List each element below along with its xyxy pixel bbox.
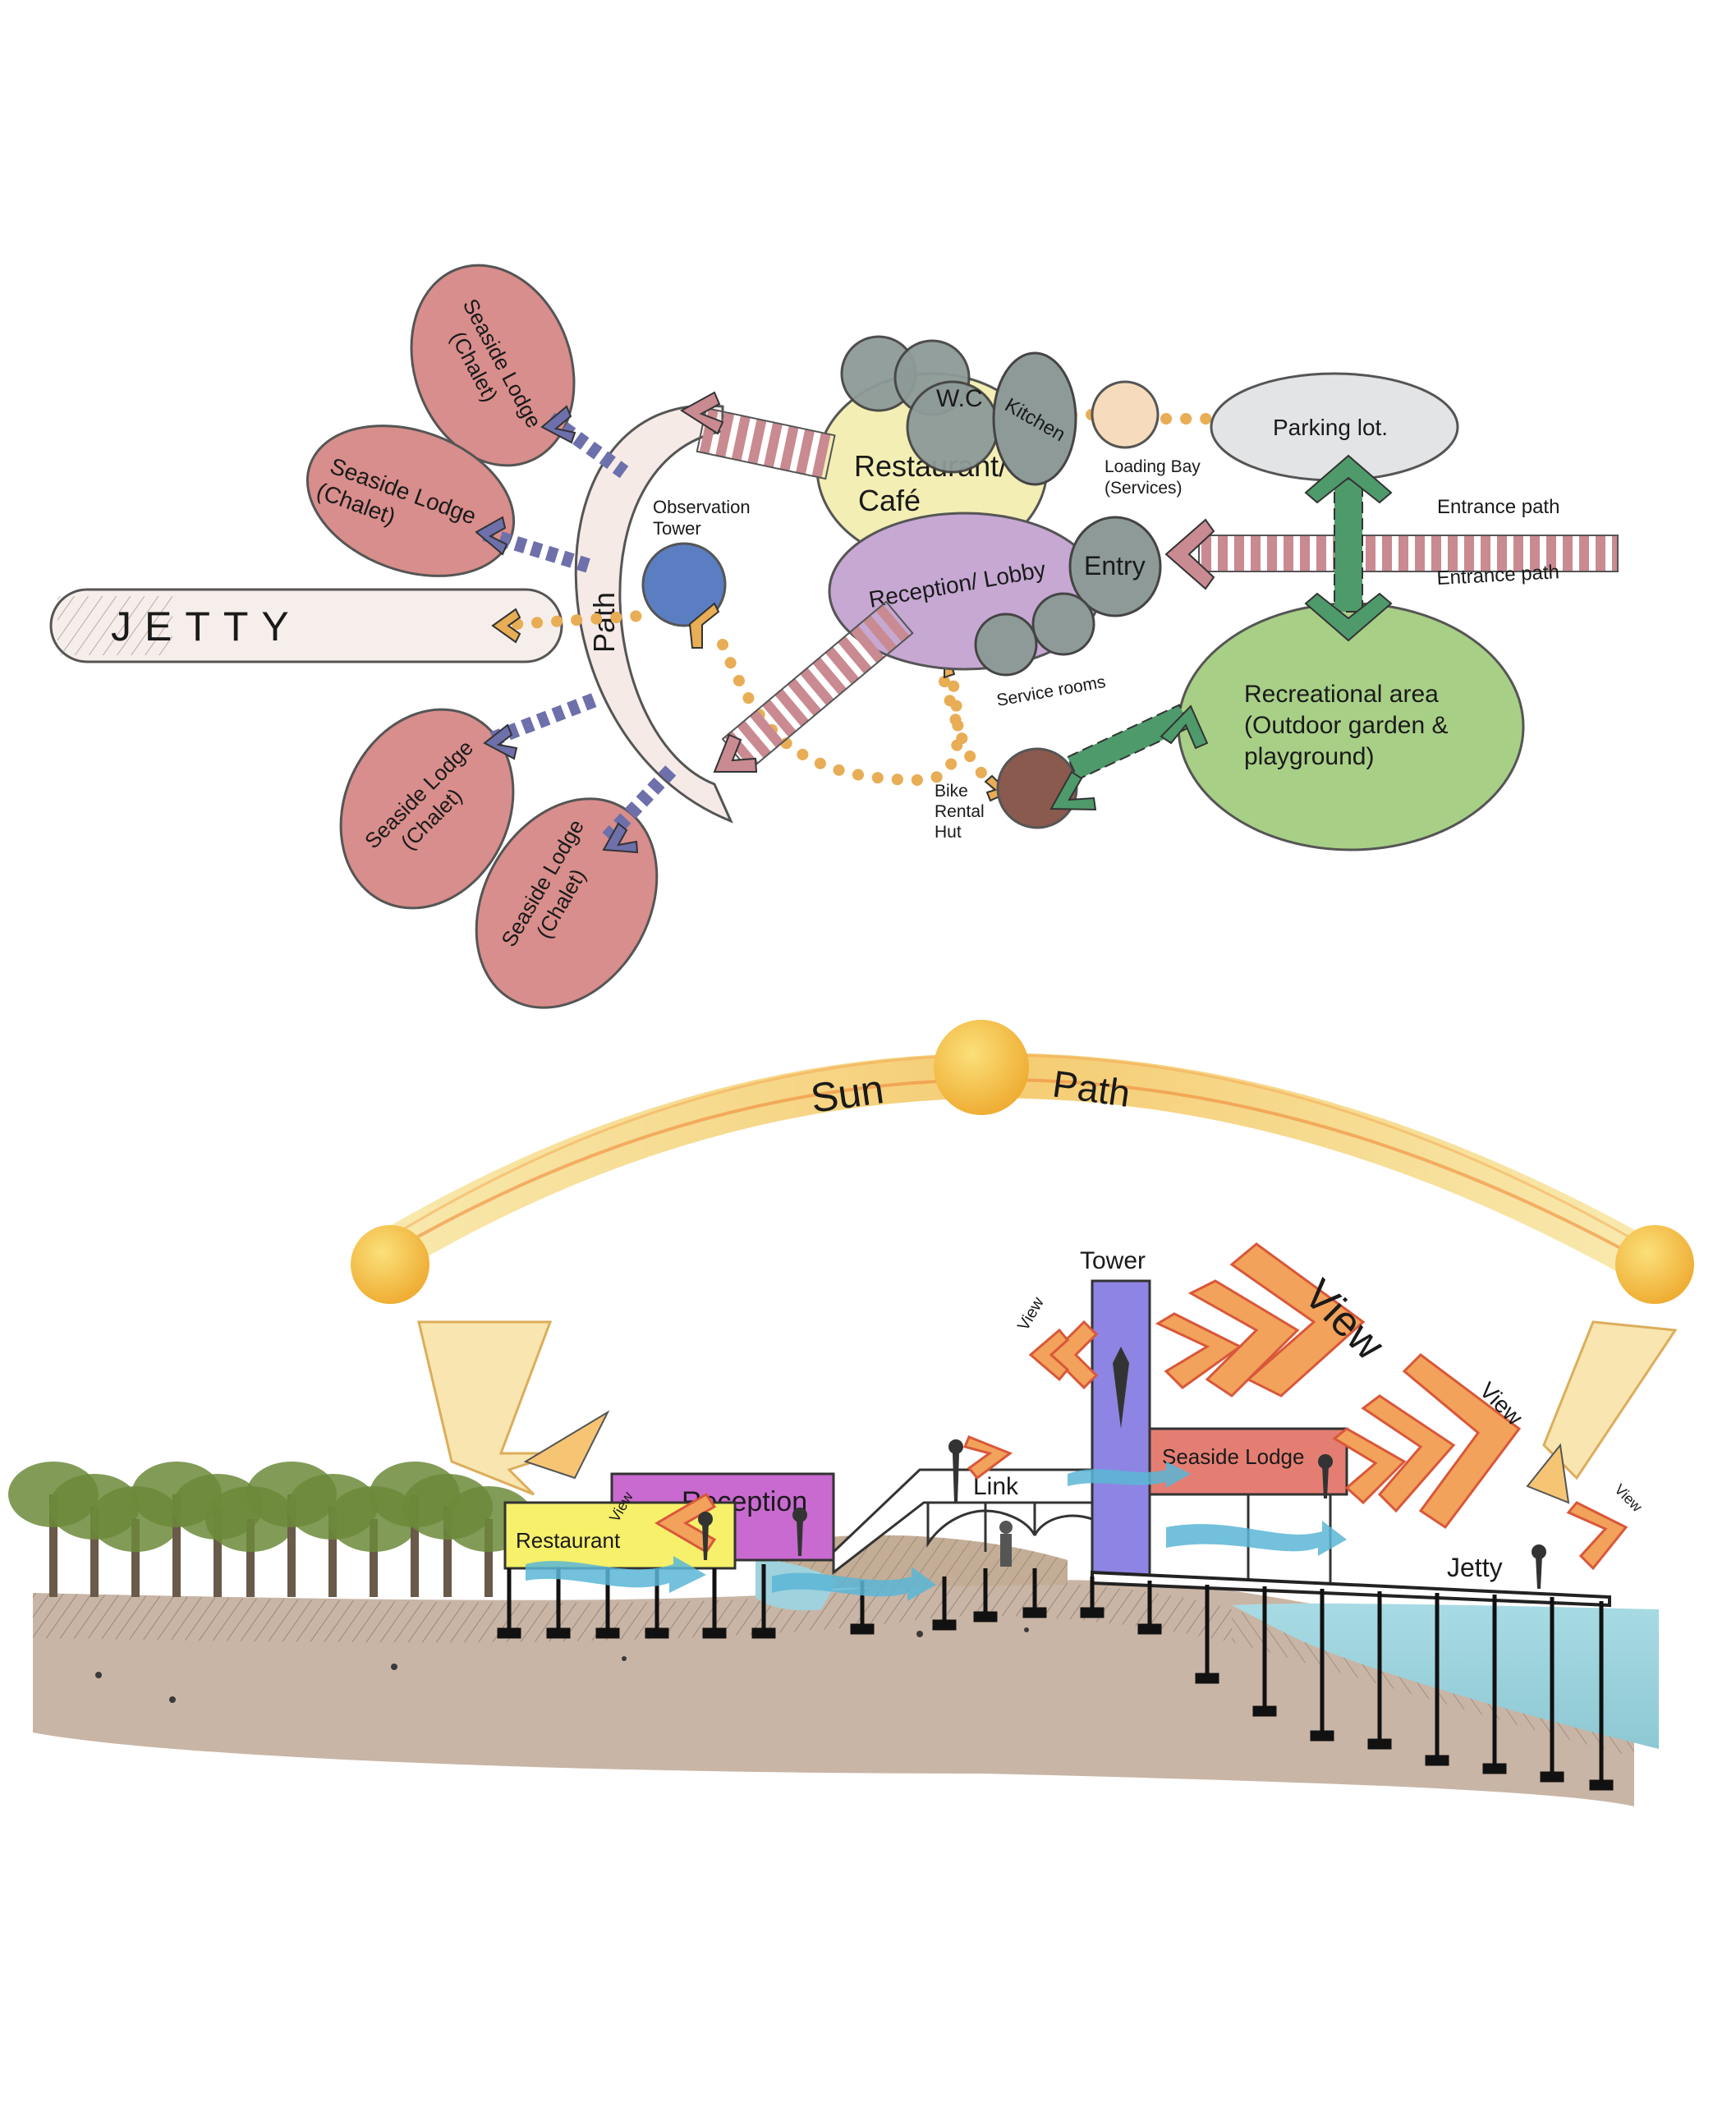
jetty-label: JETTY <box>111 604 302 649</box>
pile-footing <box>850 1623 875 1635</box>
entry-bubble: Entry <box>1068 516 1162 617</box>
wind-arrows <box>526 1462 1347 1601</box>
pile-footing <box>1482 1763 1507 1774</box>
kitchen-bubble: Kitchen <box>992 351 1077 486</box>
pile-footing <box>1367 1738 1392 1750</box>
palm-trunk <box>90 1507 99 1597</box>
pile-footing <box>1080 1607 1105 1618</box>
recreational-bubble: Recreational area(Outdoor garden &playgr… <box>1177 602 1525 851</box>
pile-footing <box>751 1627 776 1639</box>
palm-trees <box>8 1462 534 1597</box>
loading-bay-label: Loading Bay(Services) <box>1105 457 1201 498</box>
lodge-2: Seaside Lodge(Chalet) <box>305 425 516 577</box>
recreational-label: Recreational area(Outdoor garden &playgr… <box>1244 681 1448 770</box>
green-connectors <box>1049 454 1393 811</box>
sun-left-icon <box>351 1225 429 1304</box>
pile-footing <box>973 1611 998 1622</box>
loading-bay-bubble: Loading Bay(Services) <box>1091 380 1201 498</box>
pile-footing <box>1022 1607 1047 1618</box>
pile-footing <box>1540 1771 1564 1783</box>
palm-trunk <box>49 1494 57 1597</box>
sun-rays <box>417 1320 1678 1504</box>
lodge-1: Seaside Lodge(Chalet) <box>410 264 576 467</box>
pile-footing <box>1252 1705 1277 1717</box>
sun-path: Sun Path <box>351 1020 1694 1304</box>
entry-label: Entry <box>1084 551 1146 581</box>
seaside-lodge-label: Seaside Lodge <box>1162 1444 1304 1469</box>
pile-footing <box>1310 1730 1334 1742</box>
palm-trunk <box>443 1507 452 1597</box>
pile-footing <box>1425 1755 1449 1766</box>
pile-footing <box>645 1627 669 1639</box>
pile-footing <box>595 1627 620 1639</box>
pile-footing <box>497 1627 521 1639</box>
wc-label: W.C <box>936 385 983 412</box>
tower-building: Tower <box>1080 1247 1151 1578</box>
pile-footing <box>932 1619 957 1631</box>
section-diagram: Sun Path <box>8 1020 1694 1806</box>
entrance-path-label-1: Entrance path <box>1437 496 1559 518</box>
view-right-label: View <box>1611 1481 1646 1516</box>
pile-footing <box>1589 1779 1614 1791</box>
palm-trunk <box>246 1519 255 1597</box>
lamp-posts <box>698 1439 1546 1589</box>
wc-bubble: W.C <box>840 335 999 474</box>
palm-trunk <box>328 1507 337 1597</box>
jetty-bubble: JETTY <box>49 588 563 663</box>
person-icon <box>1000 1534 1012 1567</box>
view-small-left-label: View <box>1014 1294 1048 1334</box>
lodge-arrowheads <box>475 405 639 854</box>
seaside-lodge-building: Seaside Lodge <box>1148 1427 1348 1589</box>
parking-label: Parking lot. <box>1273 415 1388 440</box>
ground-pebbles <box>95 1627 1029 1703</box>
sun-right-icon <box>1615 1225 1694 1304</box>
sun-top-icon <box>934 1020 1029 1115</box>
sun-label: Sun <box>808 1066 887 1122</box>
pile-footing <box>702 1627 727 1639</box>
pile-footing <box>546 1627 571 1639</box>
service-rooms-label: Service rooms <box>995 672 1107 710</box>
palm-trunk <box>411 1494 419 1597</box>
pink-connectors <box>696 406 1619 772</box>
bubble-diagram: JETTY Path Seaside Lodge(Chalet) Seaside… <box>49 264 1619 1009</box>
palm-trunk <box>172 1494 181 1597</box>
jetty-section-label: Jetty <box>1447 1553 1503 1582</box>
lodge-3: Seaside Lodge(Chalet) <box>339 708 515 910</box>
tower-label: Tower <box>1080 1247 1146 1274</box>
pink-arrowheads <box>680 391 1215 773</box>
palm-trunk <box>214 1507 222 1597</box>
parking-bubble: Parking lot. <box>1210 372 1459 482</box>
pile-footing <box>1195 1673 1219 1684</box>
palm-trunk <box>370 1519 378 1597</box>
link-label: Link <box>973 1473 1019 1500</box>
piles <box>497 1564 1614 1791</box>
palm-trunk <box>131 1519 140 1597</box>
restaurant-section-label: Restaurant <box>516 1528 621 1553</box>
pile-footing <box>1137 1623 1162 1635</box>
ground <box>33 1535 1659 1806</box>
palm-trunk <box>287 1494 296 1597</box>
view-chevrons <box>654 1242 1628 1571</box>
palm-trunk <box>485 1519 493 1597</box>
